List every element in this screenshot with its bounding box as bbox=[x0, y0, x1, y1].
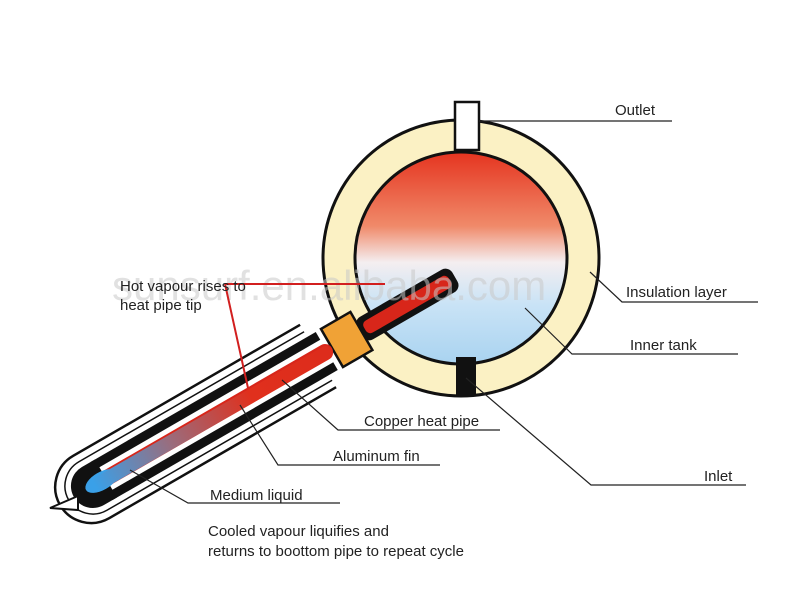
tube-tip bbox=[49, 494, 79, 512]
label-medium-liquid: Medium liquid bbox=[210, 487, 303, 504]
medium-liquid-leader bbox=[129, 469, 340, 504]
label-cooled-vapour-1: Cooled vapour liquifies and bbox=[208, 523, 389, 540]
leader-lines bbox=[129, 120, 758, 504]
heat-pipe-gradient bbox=[89, 346, 333, 492]
heat-pipe-condenser-core bbox=[363, 275, 452, 334]
label-cooled-vapour-2: returns to boottom pipe to repeat cycle bbox=[208, 543, 464, 560]
label-copper-heat-pipe: Copper heat pipe bbox=[364, 413, 479, 430]
inner-tank bbox=[353, 150, 569, 366]
label-hot-vapour-2: heat pipe tip bbox=[120, 297, 202, 314]
hot-vapour-leader-down bbox=[224, 283, 249, 389]
watermark: sunsurf.en.alibaba.com bbox=[112, 262, 546, 309]
label-outlet: Outlet bbox=[615, 102, 656, 119]
label-insulation-layer: Insulation layer bbox=[626, 284, 727, 301]
inlet-pipe bbox=[456, 357, 476, 395]
insulation-leader bbox=[589, 271, 758, 303]
aluminum-fin-lower bbox=[90, 331, 321, 470]
end-cap bbox=[319, 310, 375, 369]
label-inner-tank: Inner tank bbox=[630, 337, 697, 354]
label-aluminum-fin: Aluminum fin bbox=[333, 448, 420, 465]
label-inlet: Inlet bbox=[704, 468, 733, 485]
inlet-leader bbox=[465, 377, 746, 486]
inner-tank-leader bbox=[524, 307, 738, 355]
outlet-pipe bbox=[453, 100, 481, 152]
label-hot-vapour-1: Hot vapour rises to bbox=[120, 278, 246, 295]
aluminum-fin-upper bbox=[108, 362, 338, 501]
aluminum-fin-leader bbox=[239, 404, 440, 466]
copper-pipe-leader bbox=[281, 379, 500, 431]
